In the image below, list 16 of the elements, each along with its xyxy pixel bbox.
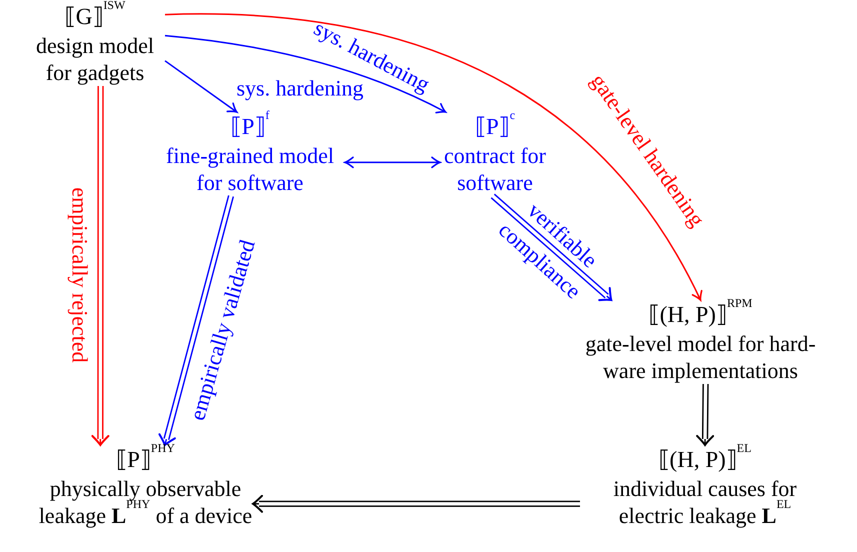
double-arrow [158, 194, 234, 446]
model-symbol: ⟦P⟧$^{f}$ [230, 112, 270, 141]
edge-label: empirically rejected [66, 187, 94, 363]
node-text: fine-grained model for software [165, 142, 335, 196]
double-arrow [252, 494, 581, 513]
node-text: gate-level model for hard- ware implementations [584, 330, 817, 384]
node-text: individual causes for electric leakage L$^{EL}$ [612, 475, 798, 529]
model-symbol: ⟦(H, P)⟧$^{RPM}$ [648, 300, 752, 329]
node-text: physically observable leakage L$^{PHY}$ of a device [38, 475, 253, 529]
model-symbol: ⟦P⟧$^{c}$ [474, 112, 516, 141]
model-symbol: ⟦(H, P)⟧$^{EL}$ [658, 445, 752, 474]
double-arrow [696, 383, 714, 446]
node-text: design model for gadgets [35, 32, 155, 86]
model-symbol: ⟦P⟧$^{PHY}$ [116, 445, 175, 474]
model-symbol: ⟦G⟧$^{ISW}$ [64, 2, 126, 31]
double-arrow [91, 85, 110, 446]
